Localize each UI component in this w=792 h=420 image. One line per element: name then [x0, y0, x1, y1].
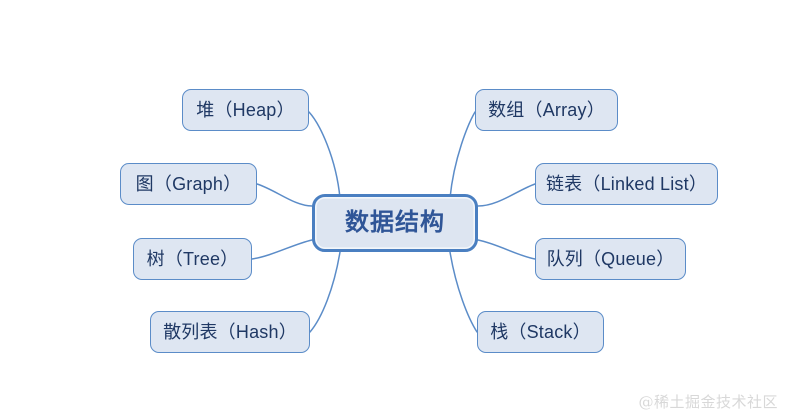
- node-stack[interactable]: 栈（Stack）: [477, 311, 604, 353]
- node-hash[interactable]: 散列表（Hash）: [150, 311, 310, 353]
- node-center-data-structure[interactable]: 数据结构: [312, 194, 478, 252]
- watermark: @稀土掘金技术社区: [638, 393, 778, 411]
- edge-center-to-queue: [477, 239, 536, 260]
- node-heap[interactable]: 堆（Heap）: [182, 89, 309, 131]
- node-graph[interactable]: 图（Graph）: [120, 163, 257, 205]
- node-linked-list[interactable]: 链表（Linked List）: [535, 163, 718, 205]
- edge-center-to-heap: [308, 111, 341, 199]
- node-tree[interactable]: 树（Tree）: [133, 238, 252, 280]
- edge-center-to-graph: [256, 183, 313, 207]
- edge-center-to-stack: [449, 251, 478, 333]
- edge-center-to-tree: [251, 239, 313, 260]
- edge-center-to-linked: [477, 183, 536, 207]
- node-array[interactable]: 数组（Array）: [475, 89, 618, 131]
- edge-center-to-array: [449, 111, 476, 199]
- edge-center-to-hash: [309, 251, 341, 333]
- node-queue[interactable]: 队列（Queue）: [535, 238, 686, 280]
